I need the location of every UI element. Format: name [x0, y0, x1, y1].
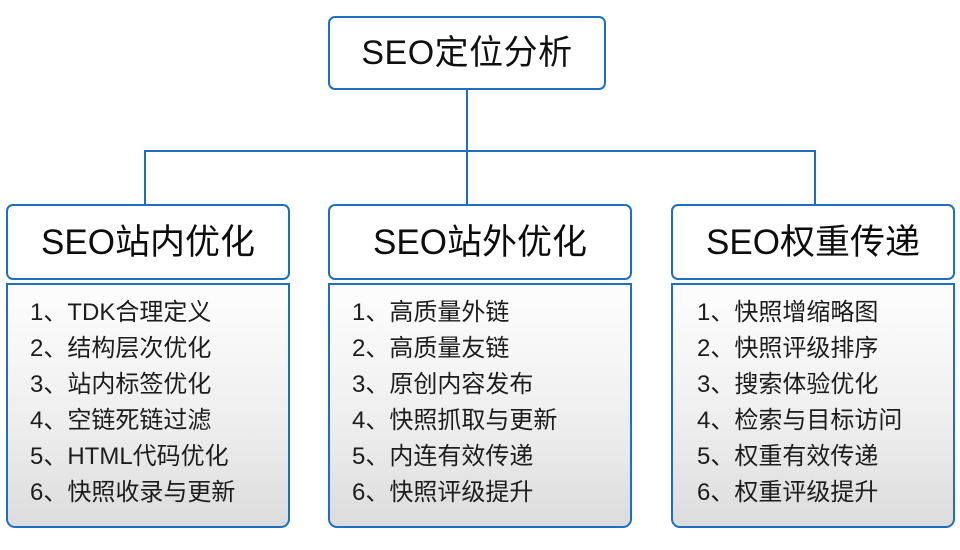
branch-list-onsite-optimization: 1、TDK合理定义 2、结构层次优化 3、站内标签优化 4、空链死链过滤 5、H…: [6, 283, 290, 528]
list-item: 6、快照收录与更新: [30, 479, 236, 506]
branch-column-offsite-optimization: SEO站外优化 1、高质量外链 2、高质量友链 3、原创内容发布 4、快照抓取与…: [328, 204, 632, 528]
list-item: 2、高质量友链: [352, 335, 510, 362]
branch-header-weight-transfer: SEO权重传递: [671, 204, 955, 280]
list-item: 5、HTML代码优化: [30, 443, 229, 470]
list-item: 5、内连有效传递: [352, 443, 534, 470]
branch-header-onsite-optimization: SEO站内优化: [6, 204, 290, 280]
list-item: 4、快照抓取与更新: [352, 407, 558, 434]
connector-branch-2-vertical: [466, 150, 468, 206]
list-item: 3、搜索体验优化: [697, 371, 879, 398]
list-item: 1、快照增缩略图: [697, 299, 879, 326]
list-item: 6、权重评级提升: [697, 479, 879, 506]
root-node-label: SEO定位分析: [361, 34, 573, 72]
connector-branch-3-vertical: [814, 150, 816, 206]
list-item: 3、站内标签优化: [30, 371, 212, 398]
connector-root-vertical: [466, 90, 468, 152]
list-item: 4、空链死链过滤: [30, 407, 212, 434]
connector-branch-1-vertical: [144, 150, 146, 206]
connector-horizontal-bar: [144, 150, 816, 152]
list-item: 1、TDK合理定义: [30, 299, 212, 326]
list-item: 2、快照评级排序: [697, 335, 879, 362]
branch-header-label: SEO站外优化: [373, 222, 587, 262]
list-item: 1、高质量外链: [352, 299, 510, 326]
branch-list-weight-transfer: 1、快照增缩略图 2、快照评级排序 3、搜索体验优化 4、检索与目标访问 5、权…: [671, 283, 955, 528]
root-node-seo-positioning-analysis: SEO定位分析: [328, 16, 606, 90]
list-item: 6、快照评级提升: [352, 479, 534, 506]
branch-header-label: SEO站内优化: [41, 222, 255, 262]
list-item: 2、结构层次优化: [30, 335, 212, 362]
list-item: 3、原创内容发布: [352, 371, 534, 398]
branch-column-weight-transfer: SEO权重传递 1、快照增缩略图 2、快照评级排序 3、搜索体验优化 4、检索与…: [671, 204, 955, 528]
list-item: 4、检索与目标访问: [697, 407, 903, 434]
branch-column-onsite-optimization: SEO站内优化 1、TDK合理定义 2、结构层次优化 3、站内标签优化 4、空链…: [6, 204, 290, 528]
branch-list-offsite-optimization: 1、高质量外链 2、高质量友链 3、原创内容发布 4、快照抓取与更新 5、内连有…: [328, 283, 632, 528]
branch-header-offsite-optimization: SEO站外优化: [328, 204, 632, 280]
branch-header-label: SEO权重传递: [706, 222, 920, 262]
list-item: 5、权重有效传递: [697, 443, 879, 470]
